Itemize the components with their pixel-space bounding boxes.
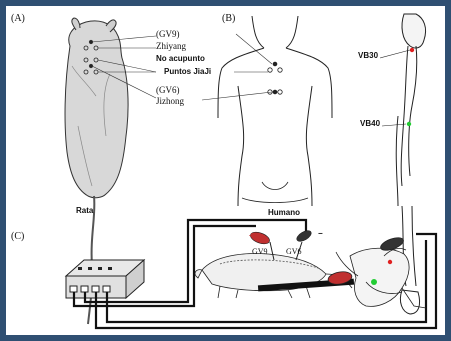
rat-caption: Rata	[76, 207, 93, 215]
plus-label: +	[249, 232, 254, 240]
no-acupunto-label: No acupunto	[156, 55, 205, 63]
rat-detail-illustration	[327, 235, 426, 308]
human-caption: Humano	[268, 209, 300, 217]
gv9-label: (GV9)	[156, 30, 180, 39]
stim-gv9-label: GV9	[252, 248, 268, 256]
stimulator-device	[66, 260, 144, 298]
gv6-label: (GV6)	[156, 86, 180, 95]
figure-drawing	[6, 6, 445, 335]
human-back-illustration	[202, 16, 332, 206]
figure-canvas: (A) (B) (C) (GV9) Zhiyang No acupunto Pu…	[6, 6, 445, 335]
panel-b-label: (B)	[222, 14, 235, 24]
zhiyang-label: Zhiyang	[156, 42, 186, 51]
vb30-label: VB30	[358, 52, 378, 60]
vb40-label: VB40	[360, 120, 380, 128]
stim-gv6-label: GV6	[286, 248, 302, 256]
minus-label: −	[318, 230, 323, 238]
panel-c-label: (C)	[11, 232, 24, 242]
panel-a-label: (A)	[11, 14, 25, 24]
puntos-jiaji-label: Puntos JiaJi	[164, 68, 211, 76]
jizhong-label: Jizhong	[156, 97, 184, 106]
